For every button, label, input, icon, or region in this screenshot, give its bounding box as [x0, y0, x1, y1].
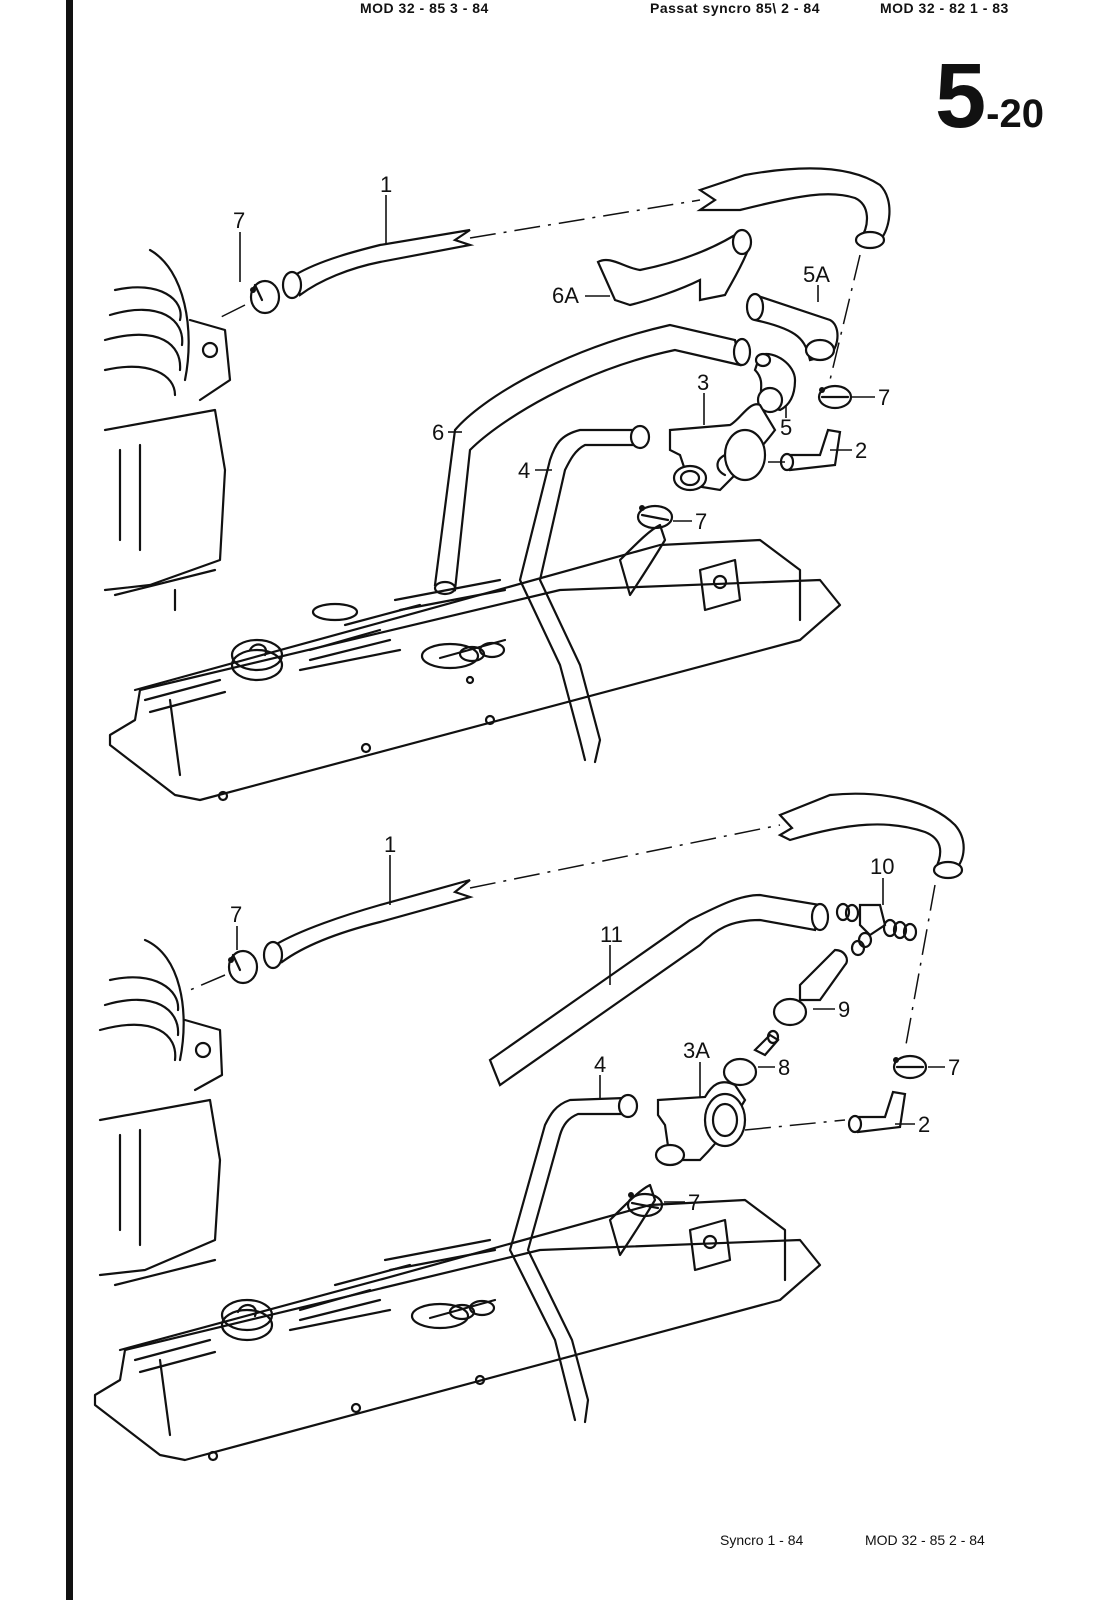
air-filter-housing-lower	[98, 938, 224, 1287]
footer-mod: MOD 32 - 85 2 - 84	[865, 1532, 985, 1548]
callout-6: 6	[432, 420, 444, 445]
callout-7-lower-left: 7	[230, 902, 242, 927]
clamp-7-lower-left	[189, 949, 259, 991]
callout-3a: 3A	[683, 1038, 710, 1063]
valve-cover-upper	[108, 523, 842, 802]
hose-9	[772, 948, 849, 1027]
callout-11: 11	[600, 922, 623, 947]
callout-labels: 1 7 6A 5A 6 3 5 7 2 4 7 1 7 10 11 9 3A 8…	[230, 172, 960, 1215]
valve-cover-lower	[93, 1183, 822, 1462]
callout-3: 3	[697, 370, 709, 395]
clamp-7-upper-right	[817, 384, 853, 410]
hose-1-lower	[262, 792, 965, 1051]
fitting-10	[835, 902, 918, 957]
callout-1-lower: 1	[384, 832, 396, 857]
clamp-7-upper-center	[636, 504, 674, 530]
hose-1-upper	[281, 167, 891, 381]
page-number-minor: -20	[986, 92, 1044, 136]
hose-6a	[596, 228, 753, 307]
clamp-7-lower-right	[892, 1054, 928, 1080]
callout-4-upper: 4	[518, 458, 530, 483]
footer-model: Syncro 1 - 84	[720, 1532, 804, 1548]
valve-3a	[654, 1081, 846, 1167]
callout-5: 5	[780, 415, 792, 440]
callout-8: 8	[778, 1055, 790, 1080]
fitting-8	[722, 1029, 780, 1087]
callout-4-lower: 4	[594, 1052, 606, 1077]
callout-7-upper-right: 7	[878, 385, 890, 410]
header-item-3: MOD 32 - 82 1 - 83	[880, 0, 1009, 16]
header-item-1: MOD 32 - 85 3 - 84	[360, 0, 489, 16]
upper-diagram	[103, 167, 891, 802]
callout-7-lower-center: 7	[688, 1190, 700, 1215]
valve-3	[668, 403, 777, 492]
elbow-2-upper	[768, 428, 842, 472]
clamp-7-upper-left	[214, 279, 281, 321]
callout-9: 9	[838, 997, 850, 1022]
callout-7-lower-right: 7	[948, 1055, 960, 1080]
air-filter-housing-upper	[103, 248, 232, 612]
header-item-2: Passat syncro 85\ 2 - 84	[650, 0, 820, 16]
callout-leaders	[236, 195, 945, 1203]
hose-5a	[745, 292, 839, 362]
callout-10: 10	[870, 854, 894, 879]
callout-5a: 5A	[803, 262, 830, 287]
callout-2-lower: 2	[918, 1112, 930, 1137]
page-number: 5-20	[935, 50, 1044, 142]
elbow-5	[753, 352, 797, 414]
callout-1-upper: 1	[380, 172, 392, 197]
callout-7-upper-center: 7	[695, 509, 707, 534]
elbow-2-lower	[847, 1090, 907, 1134]
binder-edge	[66, 0, 73, 1600]
page-number-major: 5	[935, 45, 987, 147]
tube-4-lower	[508, 1093, 639, 1424]
callout-2-upper: 2	[855, 438, 867, 463]
tube-4-upper	[518, 424, 651, 764]
callout-7-upper-left: 7	[233, 208, 245, 233]
hose-11	[488, 893, 830, 1087]
lower-diagram	[93, 792, 965, 1462]
callout-6a: 6A	[552, 283, 579, 308]
